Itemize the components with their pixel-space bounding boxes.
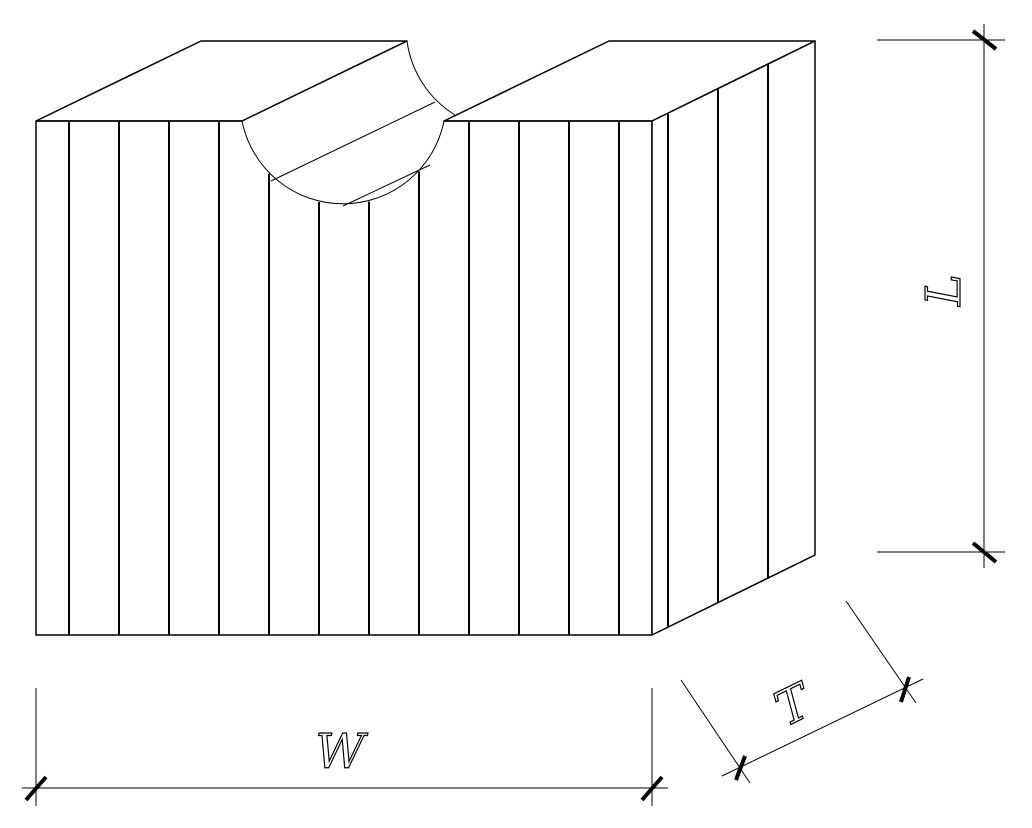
length-dimension (877, 24, 1005, 568)
front-slat-lines (68, 121, 620, 635)
width-label: W (315, 724, 368, 780)
thickness-label: T (766, 672, 822, 738)
left-top-face (35, 40, 408, 122)
side-slat-lines (667, 64, 769, 628)
groove-front-arc (241, 120, 445, 205)
thickness-dimension (680, 600, 924, 784)
front-face (35, 120, 653, 636)
groove-back-arc (406, 40, 456, 116)
right-side-face (651, 40, 816, 636)
groove-line (342, 164, 431, 207)
length-label: L (916, 274, 972, 307)
width-dimension (22, 688, 668, 806)
groove-line (270, 101, 436, 182)
